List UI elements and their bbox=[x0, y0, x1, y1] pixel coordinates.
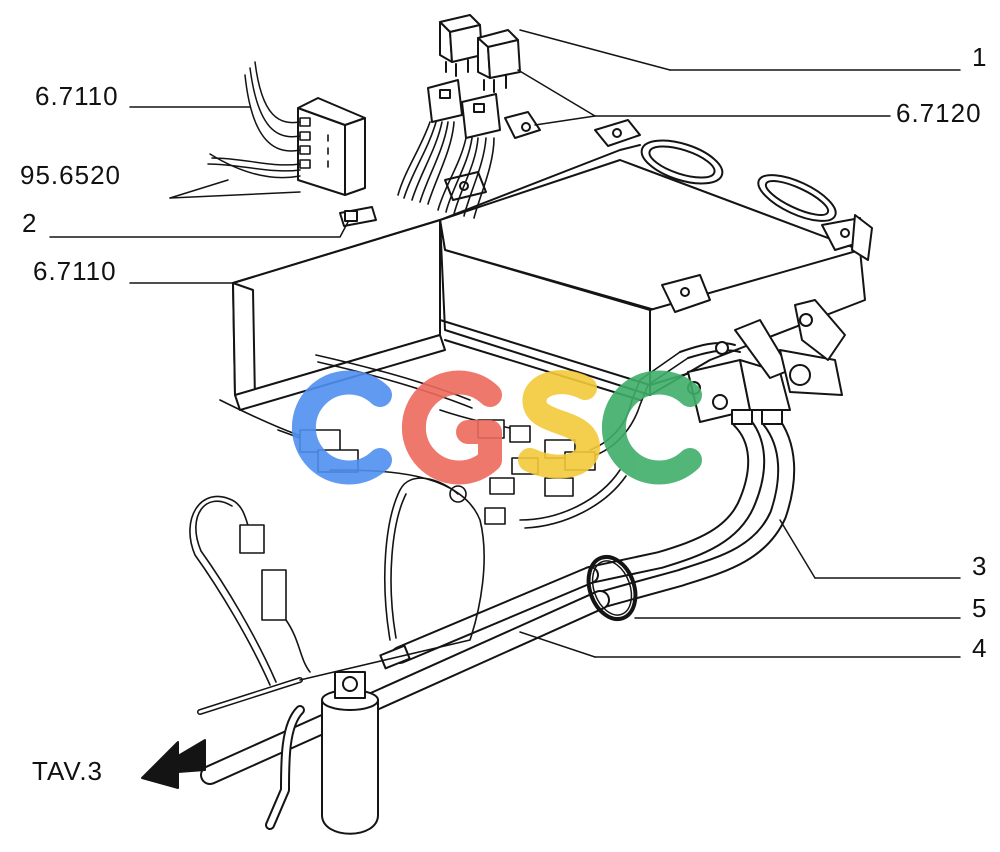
watermark-letter-c-green bbox=[601, 370, 702, 485]
leader-lines bbox=[49, 29, 961, 658]
callout-2: 2 bbox=[22, 208, 38, 238]
callout-95-6520: 95.6520 bbox=[20, 160, 121, 190]
cgsc-watermark bbox=[291, 370, 702, 485]
hose-clamp bbox=[586, 555, 638, 621]
callout-3: 3 bbox=[972, 551, 988, 581]
callout-6-7120: 6.7120 bbox=[896, 98, 982, 128]
watermark-letter-g-red bbox=[401, 370, 502, 485]
callout-6-7110-top: 6.7110 bbox=[35, 81, 119, 111]
sensor-wires bbox=[189, 469, 485, 715]
relay-harness bbox=[397, 121, 495, 219]
connector-wires bbox=[207, 61, 301, 179]
relay-right bbox=[477, 29, 521, 93]
tav3-arrow bbox=[141, 739, 206, 789]
relay-left bbox=[439, 14, 483, 77]
watermark-letter-s-yellow bbox=[518, 370, 600, 479]
heater-box-housing bbox=[232, 119, 873, 411]
callout-4: 4 bbox=[972, 633, 988, 663]
callout-5: 5 bbox=[972, 593, 988, 623]
callout-6-7110-mid: 6.7110 bbox=[33, 256, 117, 286]
relay-sockets bbox=[427, 79, 541, 139]
callout-1: 1 bbox=[972, 42, 988, 72]
relay-group bbox=[397, 14, 541, 219]
watermark-letter-c-blue bbox=[291, 370, 392, 485]
refrigerant-hoses bbox=[200, 409, 796, 785]
connector-block bbox=[207, 61, 366, 196]
receiver-drier bbox=[265, 671, 379, 835]
reference-tav3: TAV.3 bbox=[32, 756, 104, 786]
fuse bbox=[339, 206, 377, 227]
